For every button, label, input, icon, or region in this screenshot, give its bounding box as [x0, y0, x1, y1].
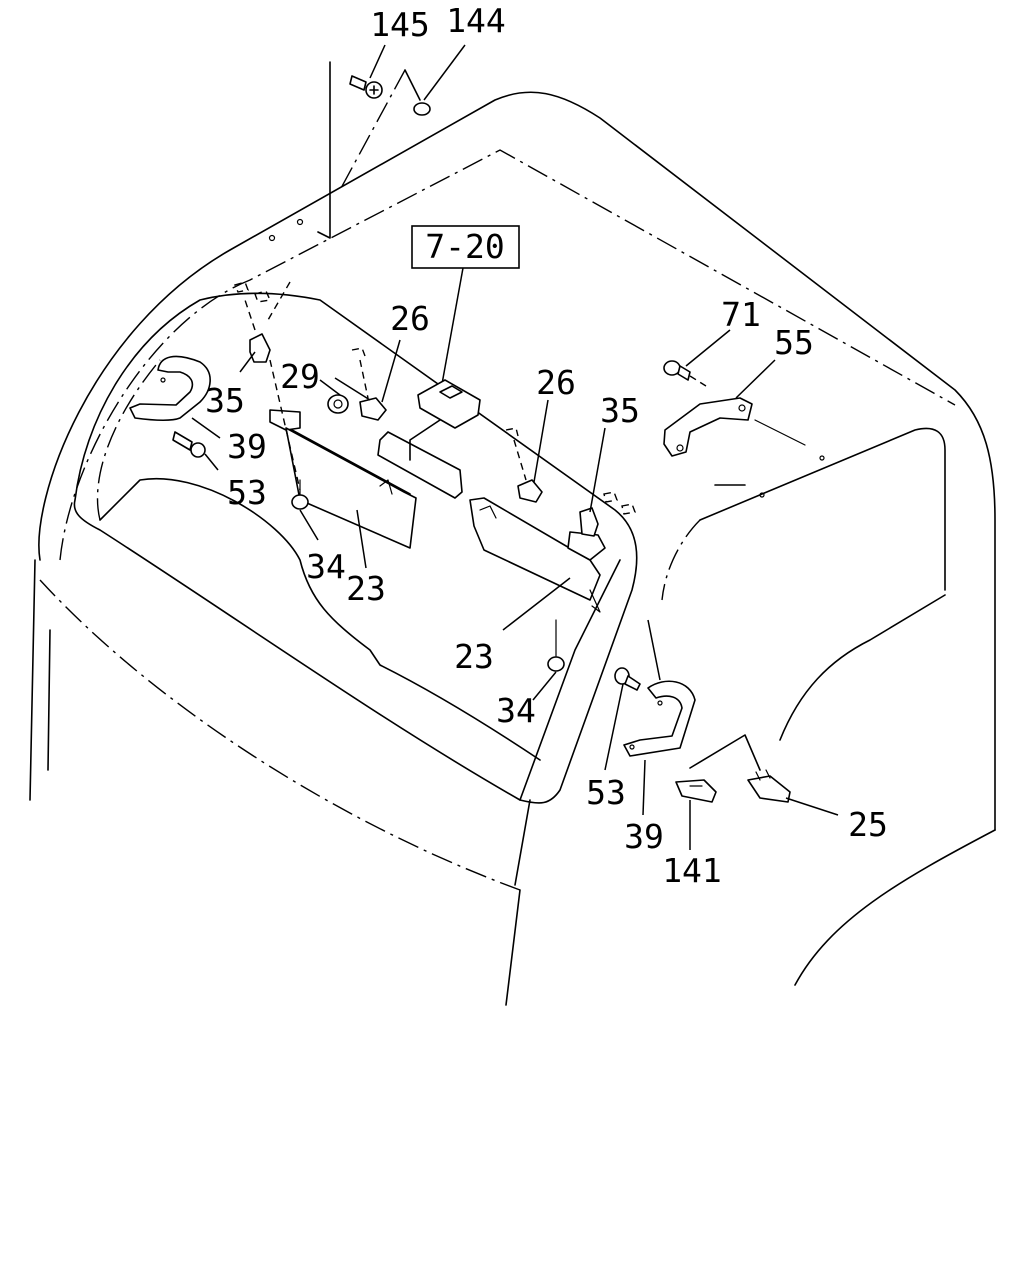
- grab-handle-right-39: [623, 680, 696, 757]
- screw-53-left: [172, 431, 206, 458]
- callout-25: 25: [848, 805, 888, 844]
- callout-35-right: 35: [600, 391, 640, 430]
- screw-71: [663, 360, 707, 387]
- visor-clip-35-right: [579, 491, 636, 537]
- visor-holder-26-left: [351, 347, 387, 421]
- screw-34-left: [291, 479, 309, 510]
- callout-35-left: 35: [205, 381, 245, 420]
- reference-box-label: 7-20: [425, 227, 504, 266]
- callout-34-right: 34: [496, 691, 536, 730]
- callout-29: 29: [280, 357, 320, 396]
- clip-141: [675, 779, 717, 803]
- screw-34-right: [547, 619, 565, 672]
- cap-144: [413, 102, 431, 116]
- cap-axis-line: [404, 69, 421, 101]
- screw-53-right: [614, 667, 641, 691]
- callout-39-left: 39: [227, 427, 267, 466]
- leader-lines: [191, 44, 839, 850]
- callout-53-right: 53: [586, 773, 626, 812]
- grab-handle-rear-55: [663, 397, 753, 457]
- callout-34-left: 34: [306, 547, 346, 586]
- callout-labels: 145 144 26 29 35 39 53 34 23 26 35 23 34…: [205, 1, 888, 890]
- hook-25: [747, 769, 791, 803]
- callout-55: 55: [774, 323, 814, 362]
- grab-handle-left-39: [129, 355, 211, 422]
- visor-clip-35-left: [234, 281, 291, 363]
- callout-53-left: 53: [227, 473, 267, 512]
- callout-71: 71: [721, 295, 761, 334]
- callout-23-right: 23: [454, 637, 494, 676]
- callout-26-left: 26: [390, 299, 430, 338]
- cap-29: [327, 394, 349, 414]
- callout-145: 145: [370, 5, 430, 44]
- mounting-bracket-outline: [317, 61, 331, 239]
- callout-144: 144: [446, 1, 506, 40]
- sun-visor-23-left: [269, 359, 417, 549]
- screw-axis-line: [339, 69, 406, 191]
- callout-26-right: 26: [536, 363, 576, 402]
- callout-141: 141: [662, 851, 722, 890]
- room-lamp: [377, 379, 481, 499]
- visor-holder-26-right: [505, 427, 543, 503]
- sun-visor-23-right: [469, 497, 606, 613]
- cab-body-outline: [29, 91, 996, 1006]
- callout-23-left: 23: [346, 569, 386, 608]
- callout-39-right: 39: [624, 817, 664, 856]
- screw-145: [349, 75, 383, 99]
- reference-box-7-20: 7-20: [411, 225, 520, 396]
- clip-bracket-line: [689, 734, 761, 771]
